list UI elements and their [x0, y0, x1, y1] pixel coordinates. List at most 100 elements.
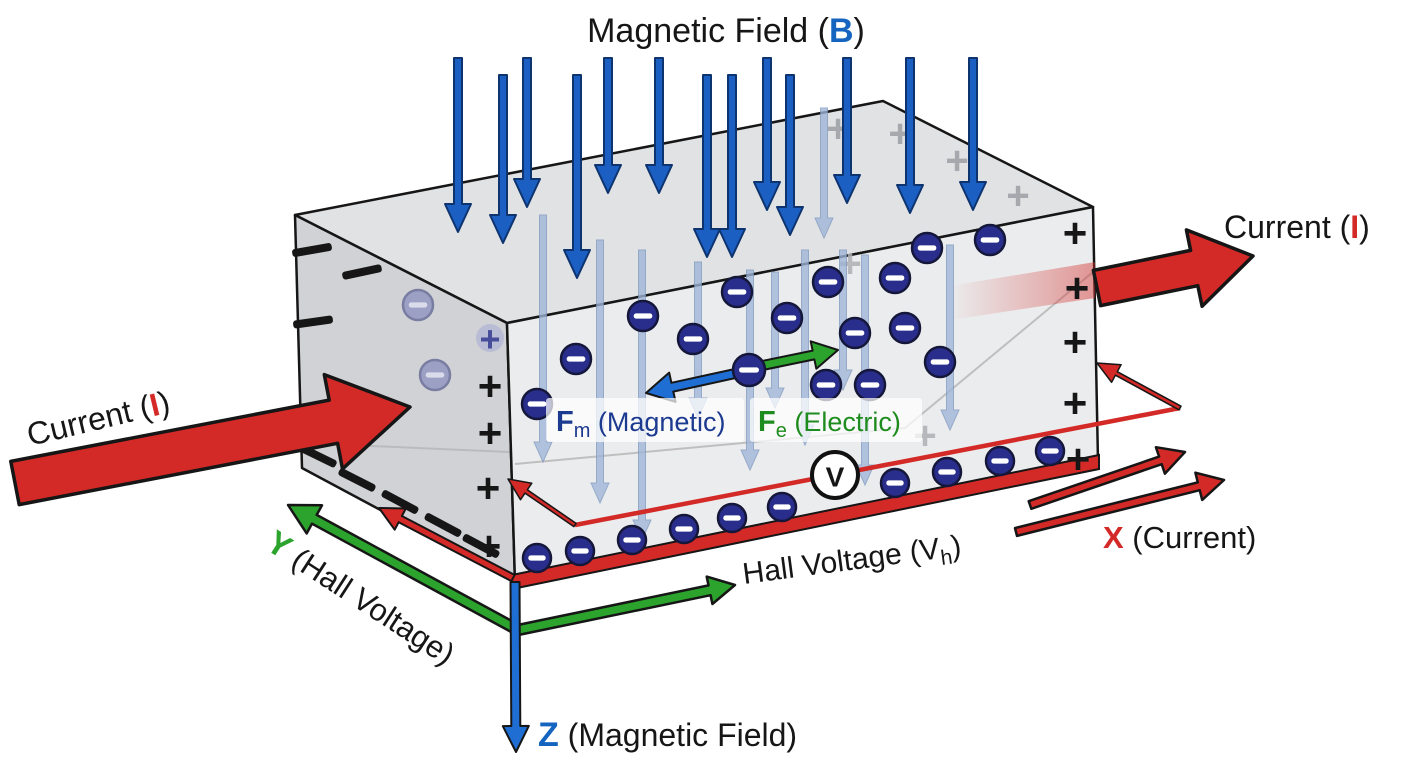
accumulated-electrons — [521, 435, 1066, 574]
magnetic-field-arrow — [833, 57, 861, 204]
magnetic-field-arrow — [776, 74, 804, 236]
electron — [811, 265, 845, 299]
faded-plus-sign: + — [945, 139, 968, 183]
minus-glyph — [938, 469, 956, 475]
minus-glyph — [527, 401, 547, 407]
plus-sign: + — [478, 410, 503, 457]
electron — [879, 467, 911, 499]
electron — [910, 231, 944, 265]
minus-glyph — [739, 367, 759, 373]
minus-glyph — [816, 382, 836, 388]
minus-glyph — [777, 315, 797, 321]
minus-dash — [338, 468, 376, 492]
magnetic-field-arrow — [693, 74, 721, 258]
hall-voltage-label: Hall Voltage (Vh) — [741, 529, 964, 595]
plus-sign: + — [477, 523, 502, 570]
electron — [626, 299, 660, 333]
current-out-arrow — [1091, 228, 1255, 309]
svg-text:Fe (Electric): Fe (Electric) — [758, 406, 901, 442]
minus-glyph — [930, 359, 950, 365]
magnetic-field-arrows — [444, 57, 987, 279]
electron — [984, 445, 1016, 477]
magnetic-field-arrow — [444, 57, 472, 233]
plus-column-left: +++++ — [476, 319, 504, 570]
central-electron — [731, 352, 767, 388]
electron — [923, 345, 957, 379]
current-in-arrow — [9, 372, 412, 507]
plus-sign: + — [1063, 380, 1088, 427]
wire-arrowhead — [1096, 362, 1182, 411]
minus-glyph — [991, 458, 1009, 464]
electron — [973, 223, 1007, 257]
z-axis-arrow — [501, 581, 530, 753]
current-exit-band — [950, 262, 1095, 320]
minus-glyph — [845, 330, 865, 336]
minus-glyph — [723, 515, 741, 521]
hall-edge-arrow — [378, 507, 516, 583]
faded-electrons — [401, 288, 452, 392]
magnetic-field-arrow — [563, 74, 591, 279]
plus-sign: + — [1066, 436, 1091, 483]
magnetic-field-arrow — [645, 57, 673, 194]
plus-sign: + — [1063, 210, 1088, 257]
electron — [770, 301, 804, 335]
minus-glyph — [528, 555, 546, 561]
minus-dash — [424, 513, 462, 537]
z-axis-label: Z (Magnetic Field) — [538, 716, 797, 754]
electron — [809, 368, 843, 402]
electron — [853, 368, 887, 402]
electron — [521, 542, 553, 574]
faded-plus-sign: + — [1006, 174, 1029, 218]
minus-glyph — [1041, 448, 1059, 454]
magnetic-field-arrow — [594, 57, 622, 194]
minus-glyph — [683, 336, 703, 342]
minus-glyph — [885, 275, 905, 281]
magnetic-field-arrow — [959, 57, 987, 211]
electron — [838, 316, 872, 350]
x-axis-arrow-2 — [1013, 471, 1226, 538]
drifting-electrons — [520, 223, 1007, 421]
magnetic-field-arrow — [513, 57, 541, 208]
y-axis-arrow — [286, 503, 522, 636]
minus-glyph — [818, 279, 838, 285]
x-axis-arrow-1 — [1027, 445, 1187, 511]
minus-dash — [292, 243, 332, 257]
magnetic-field-arrow — [753, 57, 781, 211]
electron — [888, 311, 922, 345]
electron — [766, 491, 798, 523]
magnetic-field-arrow — [718, 74, 746, 258]
plus-sign: + — [478, 363, 503, 410]
electron — [716, 502, 748, 534]
magnetic-field-title: Magnetic Field (B) — [587, 12, 865, 50]
faded-plus-sign: + — [479, 319, 500, 360]
magnetic-field-arrow — [896, 57, 924, 214]
minus-glyph — [917, 245, 937, 251]
static-arrows — [9, 228, 1255, 753]
electron — [676, 322, 710, 356]
minus-glyph — [425, 372, 445, 378]
magnetic-field-arrow — [489, 74, 517, 244]
electron — [878, 261, 912, 295]
faded-plus-bg — [476, 324, 504, 352]
fe-force-arrow — [758, 340, 839, 372]
electron — [559, 342, 593, 376]
electron — [1034, 435, 1066, 467]
voltmeter-label: V — [826, 462, 845, 493]
field-arrow-inside — [833, 249, 853, 392]
minus-dash — [293, 315, 333, 329]
minus-glyph — [773, 504, 791, 510]
minus-glyph — [895, 325, 915, 331]
field-arrow-inside — [533, 214, 553, 464]
fm-force-label: Fm (Magnetic) — [546, 398, 744, 442]
field-arrow-inside — [940, 244, 960, 432]
plus-sign: + — [476, 465, 501, 512]
minus-dash — [381, 490, 419, 514]
minus-glyph — [675, 526, 693, 532]
field-arrow-inside — [814, 107, 834, 240]
field-arrow-inside — [590, 239, 610, 505]
plus-sign: + — [1065, 265, 1090, 312]
minus-glyph — [727, 289, 747, 295]
minus-glyph — [860, 382, 880, 388]
fm-force-arrow — [645, 366, 744, 403]
